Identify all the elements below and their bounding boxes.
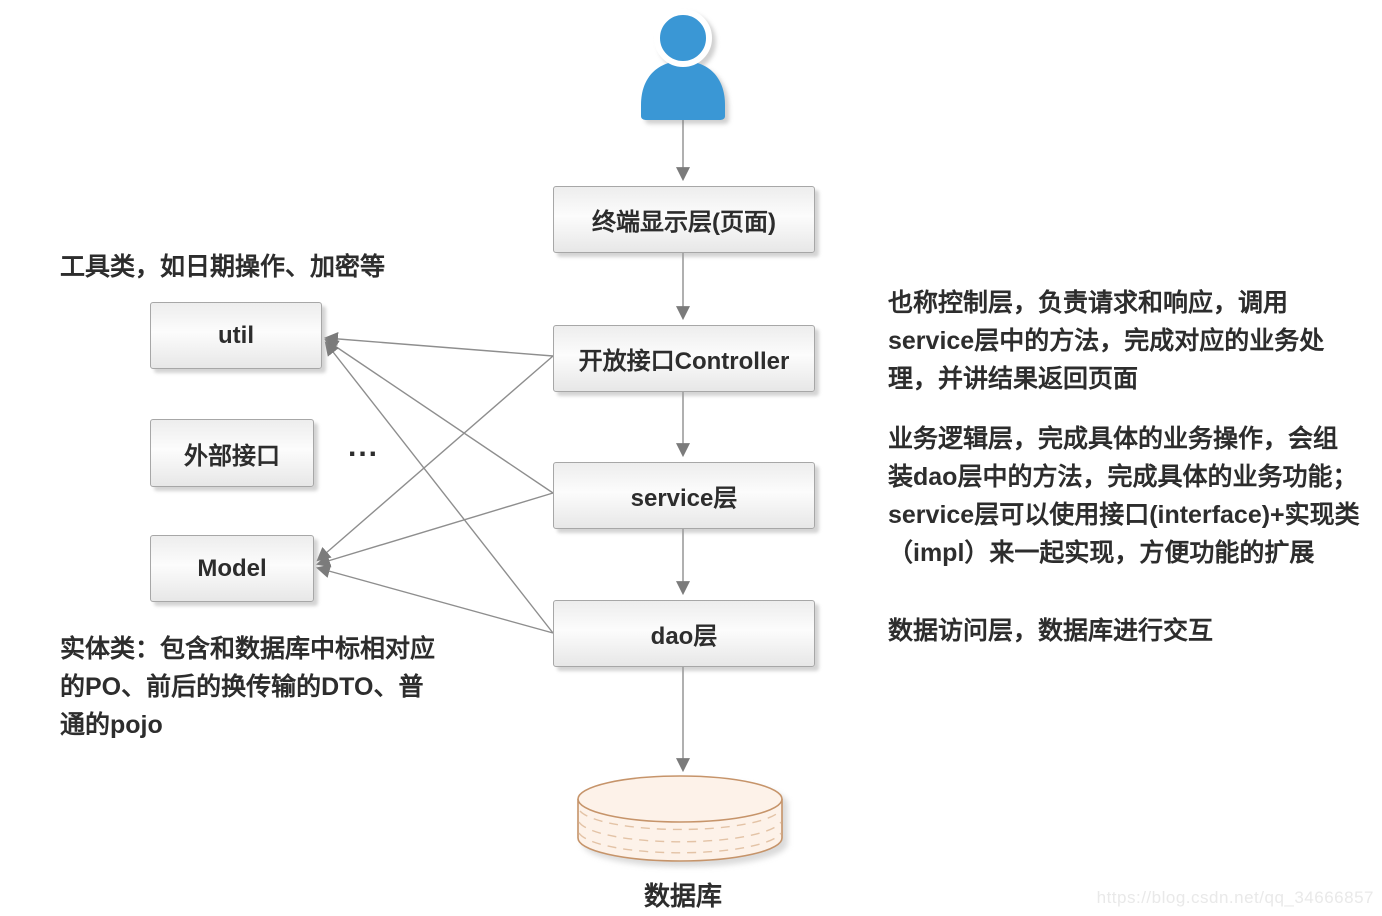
node-model-label: Model: [197, 554, 267, 582]
arrow-dao-to-util: [324, 341, 554, 634]
database-label: 数据库: [643, 881, 722, 911]
node-terminal-layer: 终端显示层(页面): [553, 186, 815, 253]
node-dao-label: dao层: [650, 623, 718, 650]
node-controller-label: 开放接口Controller: [578, 348, 790, 375]
note-service-layer: 业务逻辑层，完成具体的业务操作，会组 装dao层中的方法，完成具体的业务功能； …: [888, 425, 1360, 567]
person-icon: [641, 9, 725, 120]
more-nodes-ellipsis: ...: [348, 430, 380, 463]
node-terminal-label: 终端显示层(页面): [592, 209, 776, 236]
node-controller-layer: 开放接口Controller: [553, 325, 815, 392]
watermark-url: https://blog.csdn.net/qq_34666857: [1096, 888, 1374, 907]
note-entity-classes: 实体类：包含和数据库中标相对应 的PO、前后的换传输的DTO、普 通的pojo: [60, 635, 436, 739]
node-util: util: [150, 302, 322, 369]
note-controller-layer: 也称控制层，负责请求和响应，调用 service层中的方法，完成对应的业务处 理…: [888, 289, 1325, 393]
arrow-service-to-model: [315, 492, 554, 568]
arrow-controller-to-util: [323, 331, 554, 357]
note-util-classes: 工具类，如日期操作、加密等: [60, 253, 386, 281]
node-external-label: 外部接口: [184, 442, 280, 470]
node-dao-layer: dao层: [553, 600, 815, 667]
arrow-service-to-util: [324, 338, 554, 494]
node-service-label: service层: [630, 485, 738, 512]
arrow-dao-to-model: [315, 564, 554, 634]
node-model: Model: [150, 535, 314, 602]
database-icon: [577, 775, 783, 862]
note-dao-layer: 数据访问层，数据库进行交互: [888, 617, 1214, 645]
node-service-layer: service层: [553, 462, 815, 529]
node-util-label: util: [218, 321, 254, 349]
node-external-interface: 外部接口: [150, 419, 314, 487]
arrow-controller-to-model: [316, 355, 554, 562]
